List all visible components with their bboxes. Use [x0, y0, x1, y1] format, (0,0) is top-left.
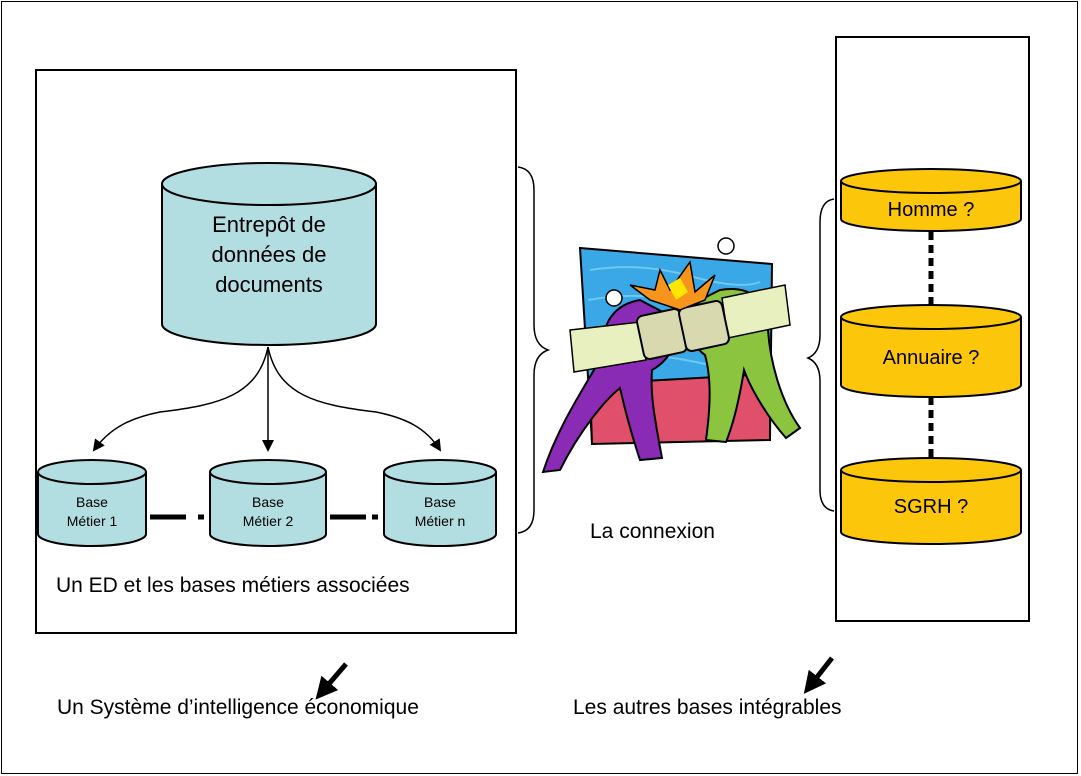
warehouse-cylinder — [161, 162, 377, 346]
warehouse-label-line-3: documents — [215, 272, 323, 297]
connection-caption: La connexion — [590, 520, 715, 543]
arrow-to-base-n — [267, 346, 442, 452]
homme-cylinder — [840, 168, 1022, 232]
base-metier-1-label-line-1: Base — [76, 494, 108, 510]
sgrh-label: SGRH ? — [893, 496, 969, 518]
intelligence-system-box — [35, 69, 517, 634]
base-metier-1-cylinder — [37, 459, 147, 547]
annuaire-cylinder — [840, 304, 1022, 398]
base-metier-n-label-line-1: Base — [424, 494, 456, 510]
base-metier-2-cylinder — [209, 459, 327, 547]
homme-label: Homme ? — [887, 199, 975, 221]
left-box-caption: Un ED et les bases métiers associées — [56, 574, 410, 597]
base-metier-1-label-line-2: Métier 1 — [66, 513, 118, 529]
system-caption: Un Système d’intelligence économique — [57, 696, 419, 719]
arrow-to-base-1 — [92, 346, 269, 452]
base-metier-2-label-line-2: Métier 2 — [242, 513, 294, 529]
integrable-bases-box — [835, 36, 1030, 622]
right-pointer-arrow — [803, 656, 834, 694]
right-curly-brace — [806, 198, 835, 512]
left-pointer-arrow — [315, 662, 348, 700]
other-bases-caption: Les autres bases intégrables — [573, 696, 842, 719]
warehouse-to-bases-arrows — [92, 346, 442, 452]
base-metier-n-cylinder — [383, 459, 497, 547]
base-metier-n-label: Base Métier n — [384, 493, 496, 531]
base-metier-n-label-line-2: Métier n — [414, 513, 466, 529]
warehouse-label-line-1: Entrepôt de — [212, 212, 326, 237]
base-metier-2-label: Base Métier 2 — [210, 493, 326, 531]
base-metier-2-label-line-1: Base — [252, 494, 284, 510]
annuaire-label: Annuaire ? — [882, 347, 980, 369]
connection-illustration — [541, 237, 802, 474]
warehouse-label-line-2: données de — [211, 242, 327, 267]
sgrh-cylinder — [840, 457, 1022, 545]
warehouse-label: Entrepôt de données de documents — [162, 210, 376, 300]
left-curly-brace — [517, 166, 551, 534]
base-metier-1-label: Base Métier 1 — [38, 493, 146, 531]
